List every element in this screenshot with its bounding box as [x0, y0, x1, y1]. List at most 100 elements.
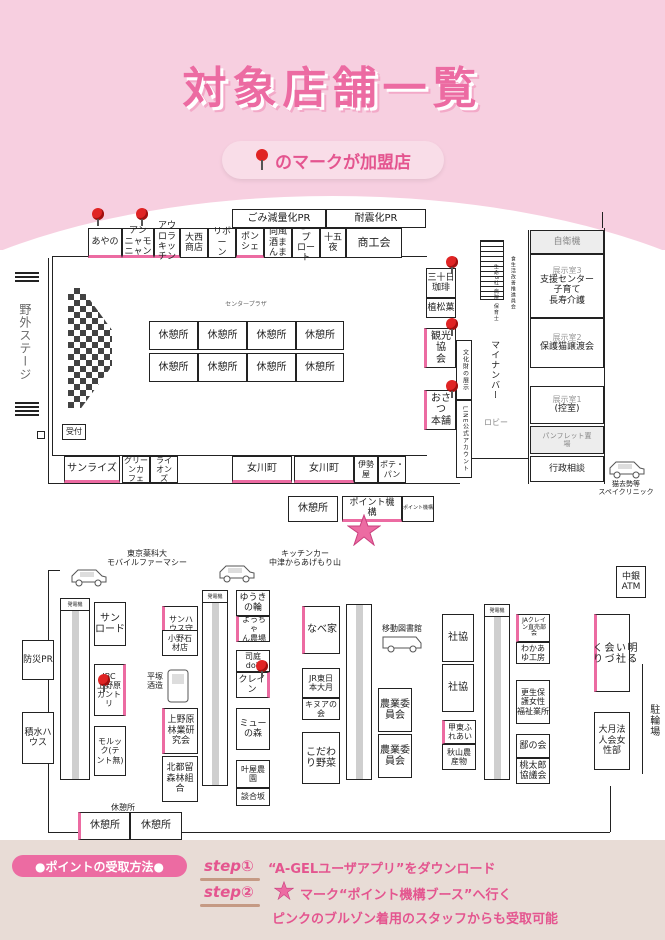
- booth-ume: 鄙の会: [516, 734, 550, 758]
- legend-text: のマークが加盟店: [275, 152, 411, 173]
- generator-column: 発電機: [484, 604, 510, 780]
- room-2-content: 保護猫譲渡会: [539, 342, 594, 353]
- shop-jugoya: 十五 夜: [320, 228, 346, 258]
- rest-area: 休憩所: [296, 353, 344, 382]
- booth-sekisui: 積水ハ ウス: [22, 712, 54, 764]
- member-pin-icon: [446, 256, 458, 274]
- generator-bar: [71, 611, 79, 779]
- step-2-underline: [200, 904, 260, 907]
- generator-label: 発電機: [485, 605, 509, 617]
- neko-clinic-label: 猫去勢等 スペイクリニック: [598, 480, 654, 497]
- member-pin-icon: [136, 208, 148, 226]
- step-1-underline: [200, 878, 260, 881]
- member-pin-icon: [446, 318, 458, 336]
- booth-kouseiho: 更生保 護女性 福祉業所: [516, 680, 550, 724]
- point-kiko-booth: ポイント機 構: [342, 496, 402, 522]
- shop-onishi: 大西 商店: [180, 228, 208, 258]
- shop-ribbon: リボー ン: [208, 227, 236, 258]
- outdoor-frame-left: [48, 570, 50, 832]
- outdoor-frame-bottom: [48, 832, 610, 834]
- booth-ja: JAクレイ ン直売部 会: [516, 614, 550, 642]
- shop-pomme: ポテ・ パン: [378, 456, 406, 483]
- rest-area: 休憩所: [198, 353, 247, 382]
- booth-koufureai: 甲東ふ れあい: [442, 720, 476, 744]
- hirazuka-label: 平塚 酒造: [147, 672, 163, 691]
- reception: 受付: [62, 424, 86, 440]
- mynumber-label: マイナンバー: [489, 340, 500, 400]
- wall-lower: [48, 483, 460, 485]
- shop-aurora: アウロラ キッチン: [154, 221, 180, 262]
- booth-onoishi: 小野石 材店: [162, 630, 198, 656]
- step-2-tag: step②: [204, 883, 254, 901]
- room-3-content: 支援センター 子育て 長寿介護: [539, 275, 594, 306]
- tent-icon: [167, 669, 189, 703]
- shop-onagawa-2: 女川町: [294, 456, 354, 483]
- room-1-content: (控室): [554, 404, 580, 415]
- room-1-label: 展示室1: [552, 395, 582, 405]
- shop-lions: ライ オン ズ: [150, 456, 178, 483]
- booth-myu: ミュー の森: [236, 708, 270, 750]
- rest-area: 休憩所: [296, 321, 344, 350]
- wall-bottom: [52, 455, 427, 457]
- step-2-text: マーク“ポイント機構ブース”へ行く: [300, 888, 512, 903]
- booth-akarui: 明る い社 会づ くり: [591, 614, 636, 692]
- building-stairs: [480, 240, 504, 300]
- shop-shokokai: 商工会: [346, 228, 402, 258]
- wall-outer-left: [48, 258, 50, 484]
- booth-danwazaka: 談合坂: [236, 788, 270, 806]
- room-2: 展示室2 保護猫譲渡会: [530, 318, 604, 368]
- booth-kinoa: キヌアの 会: [302, 698, 340, 720]
- generator-bar: [211, 603, 219, 785]
- bus-icon: [382, 636, 422, 653]
- rest-area: 休憩所: [247, 353, 296, 382]
- member-pin-icon: [92, 208, 104, 226]
- kitchen-car-label: キッチンカー 中津からあげもり山: [269, 549, 341, 568]
- booth-crane: クレイ ン: [236, 672, 270, 698]
- generator-column: 発電機: [60, 598, 90, 780]
- room-3-label: 展示室3: [552, 265, 582, 275]
- booth-jbc: JBC 上野原 カントリ: [94, 664, 126, 716]
- seimei-label: 生命3社 病院 保育士: [492, 264, 499, 322]
- step-1-tag: step①: [204, 857, 254, 875]
- wall-rooms: [528, 230, 530, 484]
- outdoor-stage-steps: [15, 272, 39, 282]
- room-2-label: 展示室2: [552, 333, 582, 343]
- generator-bar: [355, 605, 363, 779]
- tokyo-yakka-label: 東京薬科大 モバイルファーマシー: [107, 549, 187, 568]
- member-pin-icon: [98, 674, 110, 692]
- bunka-exhibit: 文化財の展示: [456, 340, 472, 400]
- shop-annyamon: アン ニャモ ニャン: [122, 226, 154, 258]
- booth-shakyo-1: 社協: [442, 614, 474, 662]
- outdoor-frame-top: [48, 570, 60, 572]
- car-icon: [609, 461, 645, 479]
- line-official: LINE公式アカウント: [456, 400, 472, 478]
- step-3-text: ピンクのブルゾン着用のスタッフからも受取可能: [272, 912, 559, 927]
- booth-akiyama: 秋山農 産物: [442, 744, 476, 770]
- generator-column: [346, 604, 372, 780]
- booth-yuuki: ゆうき の輪: [236, 590, 270, 616]
- booth-uenohara-ringyo: 上野原 林業研 究会: [162, 708, 198, 754]
- parking-label: 駐輪場: [647, 703, 659, 737]
- generator-label: 発電機: [203, 591, 227, 603]
- member-pin-icon: [446, 380, 458, 398]
- shop-green-cafe: グリー ンカ フェ: [122, 455, 150, 484]
- mobile-library-label: 移動図書館: [382, 624, 422, 633]
- taishin-pr: 耐震化PR: [326, 209, 426, 228]
- booth-nogyo-2: 農業委 員会: [378, 734, 412, 778]
- room-jiei: 自衛機: [530, 230, 604, 254]
- booth-otsuki-hojin: 大月法 人会女 性部: [594, 712, 630, 770]
- wall-lobby: [472, 458, 528, 460]
- rest-area-lower: 休憩所: [288, 496, 338, 522]
- car-icon: [71, 569, 107, 587]
- center-plaza-label: センタープラザ: [225, 301, 267, 308]
- rest-area-outdoor-1: 休憩所: [78, 812, 130, 840]
- outdoor-stage-label: 野外ステージ: [17, 303, 32, 381]
- footer-title: ●ポイントの受取方法●: [12, 855, 187, 877]
- shop-kanko: 観光協 会: [424, 328, 456, 368]
- booth-kanoh: 叶屋農 園: [236, 760, 270, 788]
- booth-kitatsuru: 北都留 森林組 合: [162, 756, 198, 802]
- point-kiko-small: ポイント機構: [402, 496, 434, 522]
- rest-area: 休憩所: [247, 321, 296, 350]
- star-icon: [274, 881, 294, 900]
- pamphlet-area: パンフレット置 場: [530, 426, 604, 454]
